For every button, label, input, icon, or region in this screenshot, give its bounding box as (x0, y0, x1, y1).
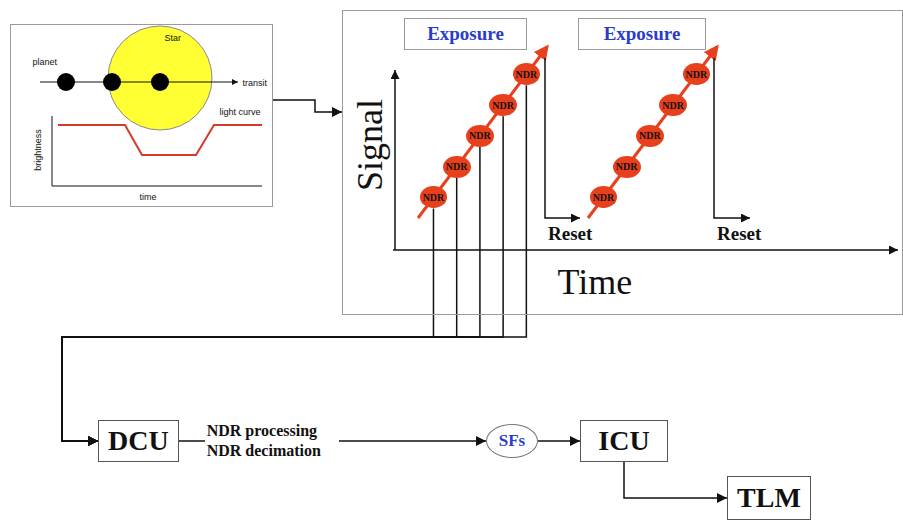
ramp-arrow (588, 47, 717, 218)
edge-label: NDR processing NDR decimation (205, 421, 339, 461)
signal-axis (394, 70, 396, 250)
planet-dot (103, 73, 121, 91)
connector (62, 147, 480, 441)
planet-dot (151, 73, 169, 91)
transit-inset: planet Star transit brightness light curve ti… (10, 24, 273, 207)
planet-dot (57, 73, 75, 91)
reset-label: Reset (717, 223, 761, 245)
ramp-arrow (418, 47, 547, 218)
sfs-ellipse: SFs (486, 424, 538, 458)
readout-panel: SignalTime Exposure ExposureNDR NDR NDR NDR ND… (342, 10, 903, 315)
node-text: Star (165, 33, 182, 43)
ndr-dot: NDR (513, 63, 541, 85)
node-text: ICU (598, 425, 649, 457)
node-text: brightness (33, 129, 43, 171)
ndr-dot: NDR (590, 186, 618, 208)
node-text: Exposure (427, 23, 504, 45)
ndr-dot: NDR (443, 156, 471, 178)
connector (62, 178, 457, 441)
node-text: Signal (349, 99, 391, 191)
node-text: NDR (593, 192, 615, 203)
dcu-box: DCU (98, 420, 179, 462)
reset-line (714, 58, 750, 218)
exposure-box: Exposure (578, 18, 706, 50)
time-axis (393, 249, 898, 251)
exposure-box: Exposure (404, 18, 527, 50)
node-text: NDR (686, 69, 708, 80)
ndr-dot: NDR (466, 125, 494, 147)
light-curve (58, 125, 262, 155)
connector (624, 462, 727, 498)
ndr-dot: NDR (636, 125, 664, 147)
graph-axes (52, 116, 262, 186)
node-text: time (140, 192, 157, 202)
node-text: NDR (516, 69, 538, 80)
node-text: SFs (499, 431, 525, 451)
node-text: DCU (108, 425, 169, 457)
node-text: Time (558, 261, 633, 303)
ndr-dot: NDR (613, 156, 641, 178)
reset-label: Reset (548, 223, 592, 245)
ndr-dot: NDR (489, 94, 517, 116)
node-text: light curve (220, 107, 261, 117)
node-text: transit (243, 78, 268, 88)
node-text: NDR (446, 161, 468, 172)
reset-line (545, 58, 580, 218)
ndr-dot: NDR (420, 186, 448, 208)
connector (273, 100, 342, 112)
node-text: TLM (737, 482, 801, 514)
connector (62, 208, 433, 441)
node-text: NDR (662, 100, 684, 111)
connector (62, 85, 526, 441)
node-text: NDR (469, 130, 491, 141)
ndr-dot: NDR (659, 94, 687, 116)
node-text: Exposure (604, 23, 681, 45)
connector (538, 440, 580, 442)
connector (62, 116, 503, 441)
node-text: NDR (639, 130, 661, 141)
node-text: NDR (616, 161, 638, 172)
ndr-dot: NDR (683, 63, 711, 85)
node-text: NDR (492, 100, 514, 111)
tlm-box: TLM (727, 476, 811, 520)
node-text: planet (33, 57, 58, 67)
node-text: NDR (423, 192, 445, 203)
star-disc (108, 26, 212, 130)
icu-box: ICU (580, 420, 668, 462)
